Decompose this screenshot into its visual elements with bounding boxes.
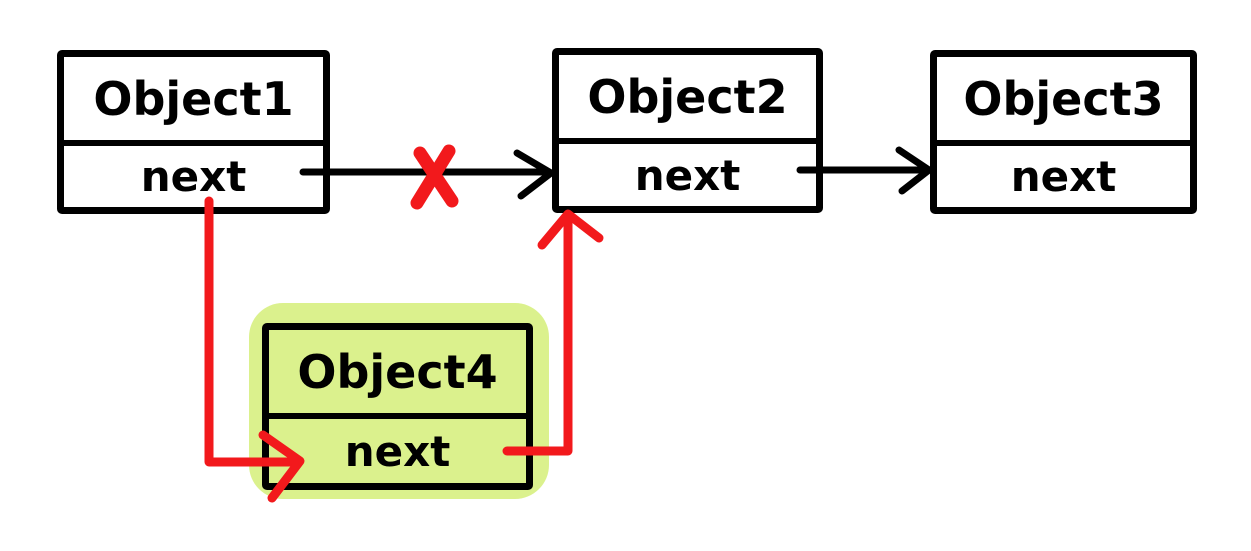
node-object2: Object2 next	[552, 48, 823, 213]
node-object4: Object4 next	[262, 323, 533, 490]
node-object2-next-field: next	[634, 150, 741, 200]
node-object2-title: Object2	[559, 55, 816, 144]
node-object1-title: Object1	[64, 57, 323, 146]
node-object3-next-field: next	[1010, 152, 1117, 201]
cross-out-x-icon	[410, 144, 459, 210]
node-object1: Object1 next	[57, 50, 330, 214]
node-object1-next-field: next	[140, 152, 247, 201]
node-object3: Object3 next	[930, 50, 1197, 214]
node-object4-next-field: next	[344, 426, 451, 476]
node-object4-title: Object4	[269, 330, 526, 419]
node-object3-title: Object3	[937, 57, 1190, 146]
edge-object1-to-object2	[299, 149, 555, 200]
